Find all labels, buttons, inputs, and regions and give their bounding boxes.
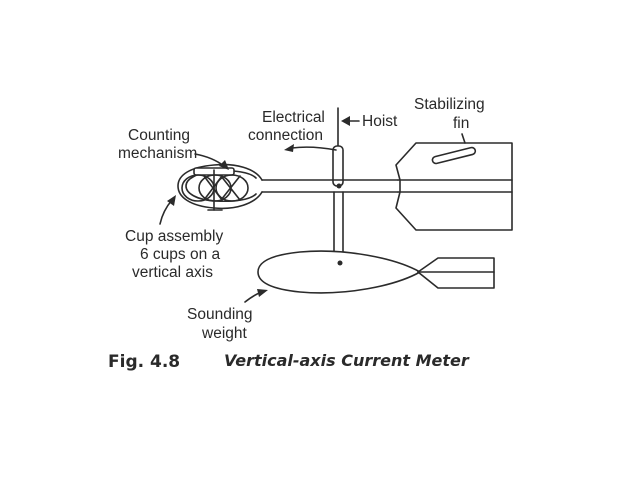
label-stabilizing-line2: fin [453,115,469,132]
caption-figure-number: Fig. 4.8 [108,352,180,372]
label-electrical-line1: Electrical [262,109,325,126]
label-stabilizing-line1: Stabilizing [414,96,485,113]
label-cup-line2: 6 cups on a [140,246,221,263]
sounding-weight [257,250,495,294]
label-counting-line2: mechanism [118,145,197,162]
label-cup-line1: Cup assembly [125,228,223,245]
hoist-pointer [341,116,360,126]
label-electrical-line2: connection [248,127,323,144]
sounding-pointer [244,289,268,303]
counting-pointer [194,153,229,170]
label-cup-line3: vertical axis [132,264,213,281]
cup-assembly [181,169,249,211]
stabilizing-pointer [461,133,466,144]
label-sounding-line2: weight [201,325,247,342]
caption-title: Vertical-axis Current Meter [224,351,470,370]
label-sounding-line1: Sounding [187,306,253,323]
electrical-pointer [284,144,337,152]
horizontal-frame [261,179,399,193]
label-hoist: Hoist [362,113,398,130]
stabilizing-fin [395,142,513,231]
cup-pointer [159,195,176,225]
weight-hanger [333,191,344,256]
label-counting-line1: Counting [128,127,190,144]
